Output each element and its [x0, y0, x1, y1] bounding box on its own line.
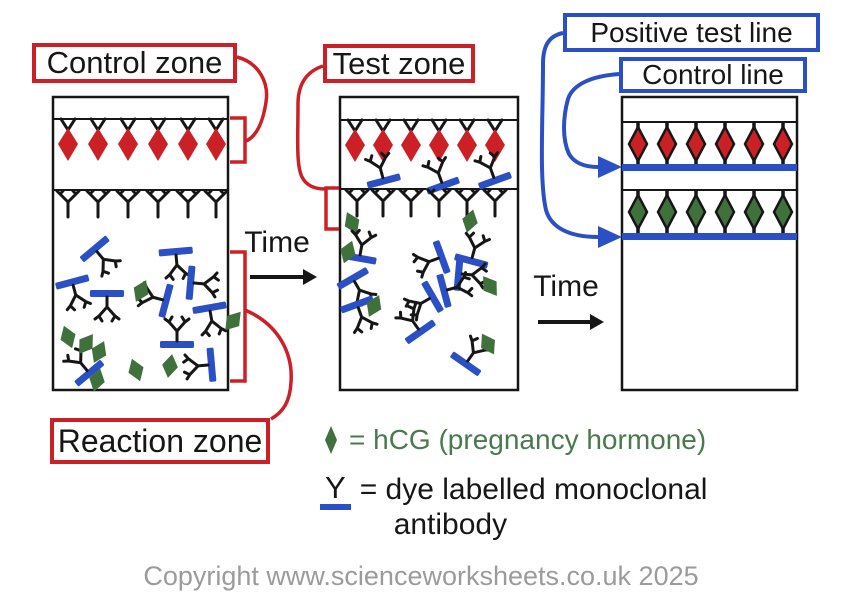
time-label-1: Time	[244, 226, 310, 259]
control-line-row	[622, 120, 797, 171]
legend-antibody-line2: antibody	[393, 508, 508, 542]
time-arrow-1	[250, 269, 317, 285]
arrowhead-icon	[598, 156, 622, 178]
test-zone-connector	[295, 64, 326, 191]
arrowhead-icon	[598, 226, 622, 248]
control-line-arrow	[562, 72, 620, 169]
legend-hcg: = hCG (pregnancy hormone)	[322, 424, 706, 456]
legend-antibody: Y = dye labelled monoclonal antibody	[320, 472, 707, 543]
time-arrow-2	[538, 314, 604, 330]
test-line-bar	[622, 233, 797, 240]
green-diamond-icon	[325, 426, 337, 454]
arrowhead-icon	[303, 269, 317, 285]
reaction-zone-label: Reaction zone	[50, 418, 270, 464]
control-line-bar	[622, 164, 797, 171]
legend-hcg-text: = hCG (pregnancy hormone)	[349, 424, 707, 455]
arrowhead-icon	[590, 314, 604, 330]
positive-test-line-arrow	[539, 31, 599, 239]
copyright-text: Copyright www.scienceworksheets.co.uk 20…	[143, 561, 699, 591]
test-zone-label: Test zone	[323, 44, 475, 83]
reaction-zone-connector	[244, 308, 293, 421]
time-label-2: Time	[533, 270, 599, 303]
test-strip-result	[620, 95, 799, 392]
control-line-label: Control line	[619, 57, 807, 93]
antibody-symbol: Y	[320, 472, 351, 510]
legend-antibody-line1: = dye labelled monoclonal	[359, 473, 708, 506]
test-strip-start	[51, 95, 247, 394]
positive-test-line-label: Positive test line	[563, 13, 820, 52]
test-zone-bracket	[324, 186, 339, 231]
control-zone-label: Control zone	[32, 43, 237, 83]
test-strip-during	[334, 95, 520, 392]
control-zone-bracket	[230, 116, 247, 164]
reaction-zone-bracket	[230, 250, 247, 383]
positive-test-line-row	[622, 188, 797, 240]
control-zone-connector	[236, 55, 269, 143]
